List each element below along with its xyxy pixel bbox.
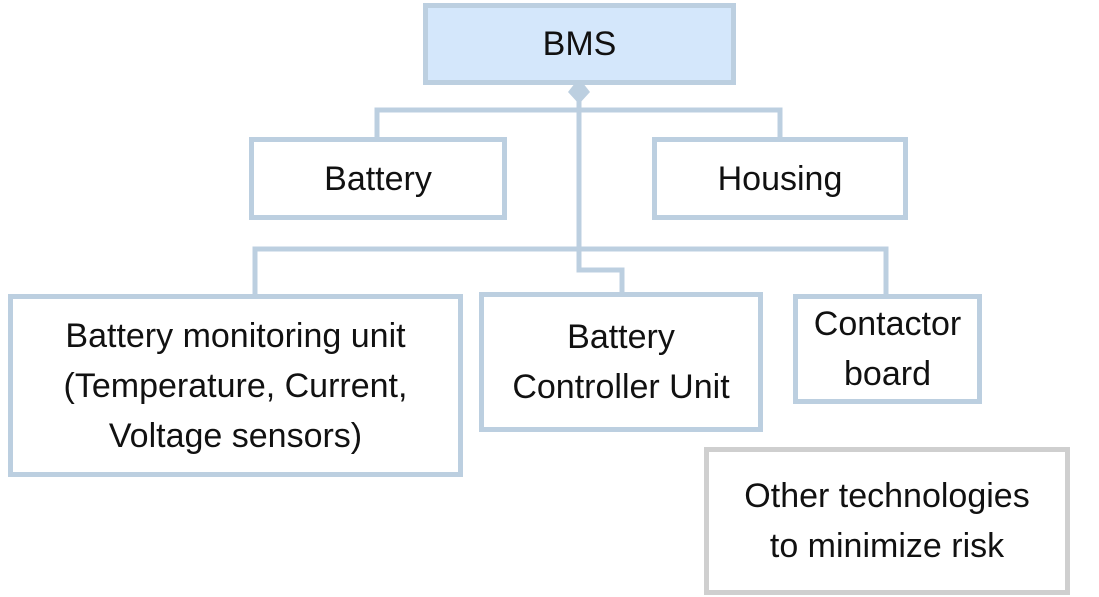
node-bmu-line-3: Voltage sensors)	[108, 416, 363, 455]
node-housing: Housing	[652, 137, 908, 220]
connector-level2-bus	[252, 246, 889, 298]
connector-arrowhead	[568, 78, 590, 104]
node-other-line-1: Other technologies	[744, 477, 1030, 515]
node-battery-monitoring-unit: Battery monitoring unit (Temperature, Cu…	[8, 294, 463, 477]
node-housing-label: Housing	[717, 159, 843, 198]
node-battery-label: Battery	[324, 159, 432, 198]
connector-level1-bus	[374, 107, 783, 140]
node-bms-label: BMS	[542, 25, 617, 63]
node-battery-controller-unit: Battery Controller Unit	[479, 292, 763, 432]
node-bcu-line-2: Controller Unit	[512, 368, 730, 406]
node-contactor-line-1: Contactor	[813, 305, 962, 343]
node-battery: Battery	[249, 137, 507, 220]
node-bms: BMS	[423, 3, 736, 85]
node-other-line-2: to minimize risk	[769, 527, 1005, 565]
node-contactor-board: Contactor board	[793, 294, 982, 404]
node-bcu-line-1: Battery	[567, 318, 675, 356]
node-contactor-line-2: board	[844, 355, 931, 393]
node-other-technologies: Other technologies to minimize risk	[704, 447, 1070, 595]
node-bmu-line-2: (Temperature, Current,	[63, 366, 408, 405]
node-bmu-line-1: Battery monitoring unit	[65, 316, 406, 355]
connector-controller-drop	[576, 249, 625, 296]
